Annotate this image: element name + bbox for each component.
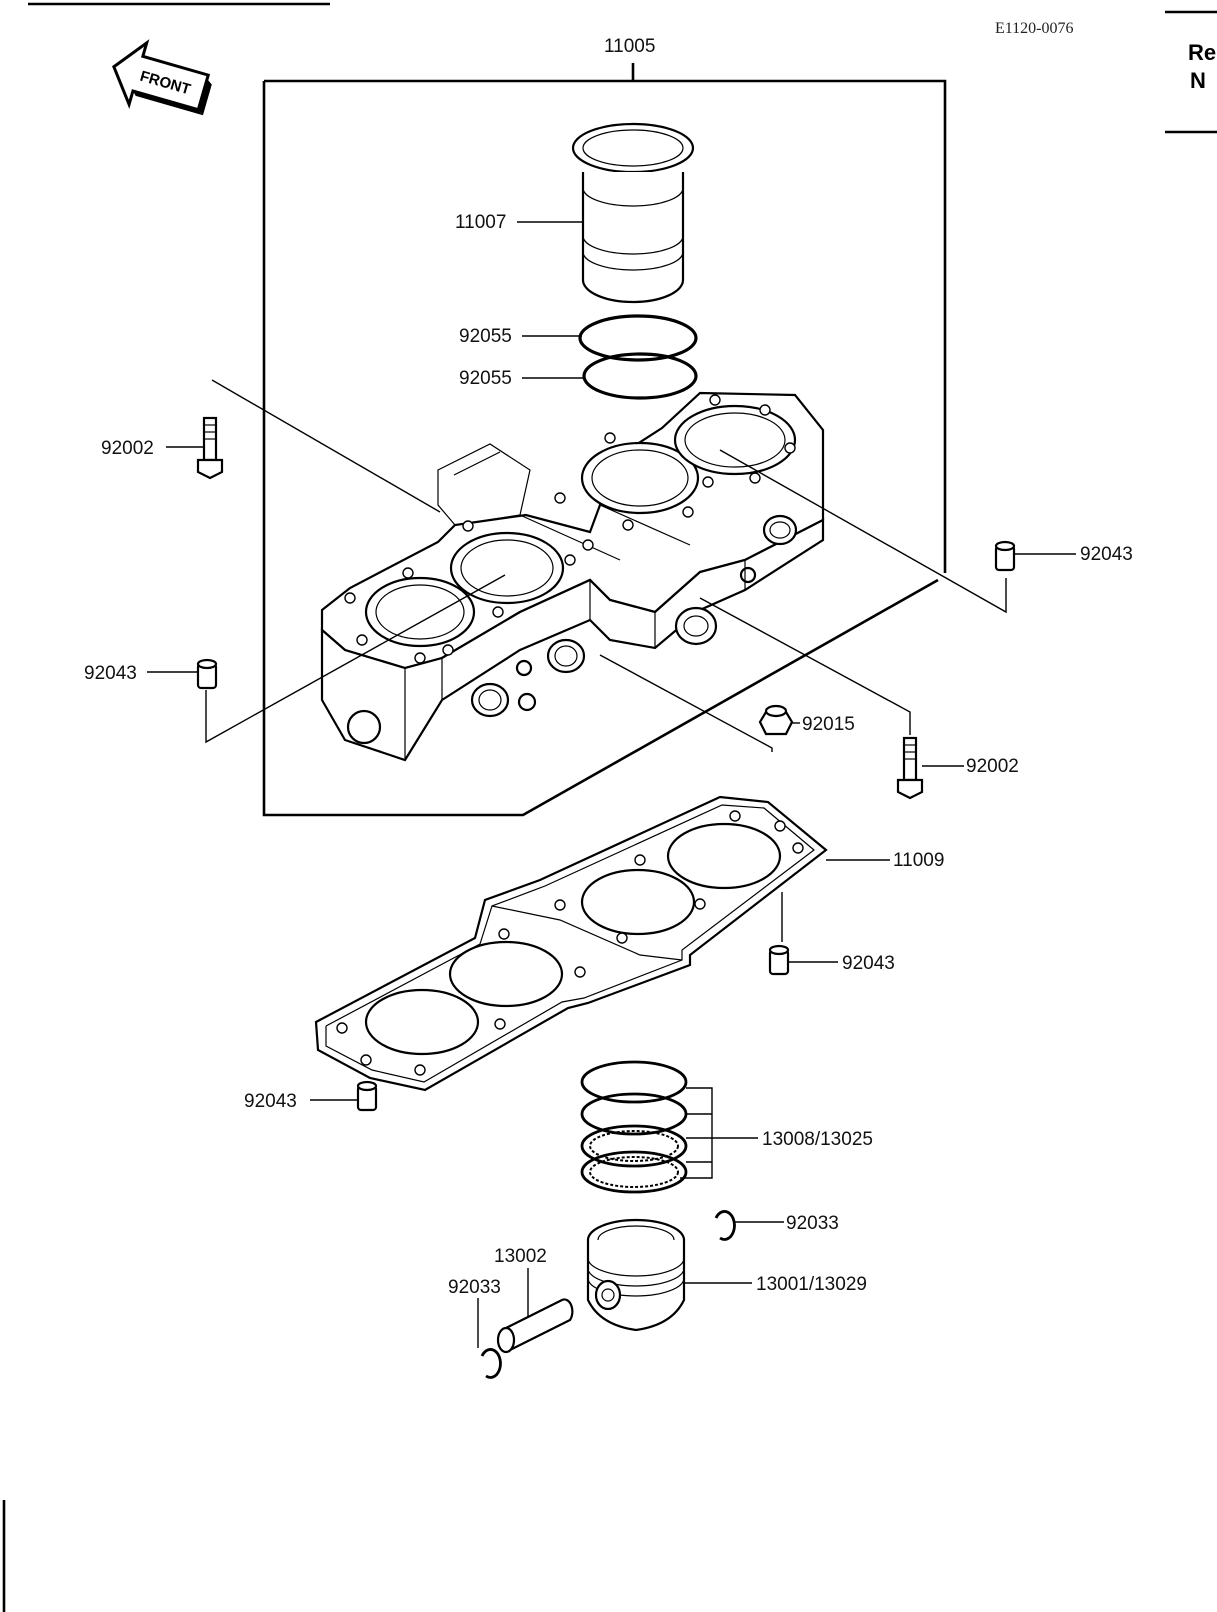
- cylinder-block: [320, 391, 825, 762]
- callout-92055-upper: 92055: [459, 326, 512, 347]
- callout-92002-right: 92002: [966, 756, 1019, 777]
- bolt-92002-left: [196, 416, 224, 480]
- edge-text-1: Re: [1188, 40, 1216, 65]
- locating-lines: [205, 379, 1007, 752]
- bolt-92002-right: [896, 736, 924, 800]
- o-rings-92055: [578, 314, 698, 400]
- callout-13002: 13002: [494, 1246, 547, 1267]
- callout-92043-right: 92043: [1080, 544, 1133, 565]
- callout-13008-13025: 13008/13025: [762, 1129, 873, 1150]
- cylinder-liner-11007: [571, 122, 695, 304]
- callout-92043-left: 92043: [84, 663, 137, 684]
- dowel-92043-left: [196, 658, 218, 690]
- circlip-92033-right: [714, 1210, 736, 1241]
- callout-92033-right: 92033: [786, 1213, 839, 1234]
- callout-92043-gasket-right: 92043: [842, 953, 895, 974]
- callout-11007: 11007: [455, 212, 506, 233]
- rings-bracket: [680, 1087, 713, 1179]
- dowel-92043-gasket-right: [768, 944, 790, 976]
- callout-92043-gasket-left: 92043: [244, 1091, 297, 1112]
- piston-pin-13002: [496, 1298, 574, 1354]
- dowel-92043-right: [994, 540, 1016, 572]
- plug-92015: [758, 704, 794, 736]
- head-gasket-11009: [314, 795, 828, 1092]
- callout-92015: 92015: [802, 714, 855, 735]
- piston-13001: [586, 1218, 686, 1332]
- callout-92033-left: 92033: [448, 1277, 501, 1298]
- callout-11009: 11009: [893, 850, 944, 871]
- callout-92002-left: 92002: [101, 438, 154, 459]
- callout-11005: 11005: [604, 36, 655, 57]
- front-arrow-icon: FRONT: [112, 39, 212, 116]
- edge-text-2: N: [1190, 68, 1206, 93]
- cylinder-assembly-bracket: [262, 63, 947, 817]
- dowel-92043-gasket-left: [356, 1080, 378, 1112]
- leader-lines: [147, 221, 1076, 1348]
- piston-rings-13008: [580, 1060, 688, 1194]
- circlip-92033-left: [480, 1348, 502, 1379]
- callout-92055-lower: 92055: [459, 368, 512, 389]
- callout-13001-13029: 13001/13029: [756, 1274, 867, 1295]
- figure-code: E1120-0076: [995, 20, 1074, 37]
